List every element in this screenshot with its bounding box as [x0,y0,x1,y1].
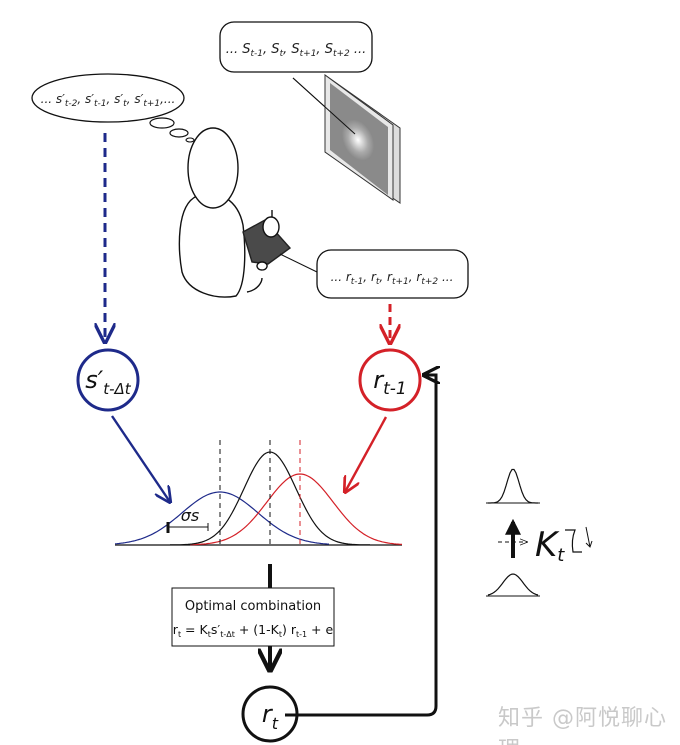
symbol: s′ [56,92,65,106]
ellipsis: ... [438,270,453,284]
gain-panel [486,468,540,597]
symbol: K [271,622,280,637]
percept-sequence: ... s′t-2​, s′t-1​, s′t​, s′t+1​,... [41,92,176,109]
symbol: s′ [85,366,104,394]
subscript: t+2 [421,277,438,287]
symbol: s′ [85,92,94,106]
response-pointer [279,253,318,273]
subscript: t-2 [65,99,78,109]
subscript: t-1 [383,379,407,399]
ellipsis: ,... [160,92,175,106]
gain-decrease-icon [565,529,582,553]
operator: + (1- [235,622,271,637]
separator: , [77,92,85,106]
subscript: t-Δt [103,380,132,398]
subscript: t-1 [251,49,264,59]
operator: = [181,622,199,637]
prior-to-distribution-arrow [345,416,388,492]
symbol: e [326,622,334,637]
prior-curve [190,473,403,546]
thought-dot [149,117,175,129]
symbol: r [373,366,385,394]
subscript: t [280,49,284,59]
subscript: t-1 [351,277,364,287]
symbol: r [416,270,422,284]
observer-figure-icon [178,127,292,298]
combination-formula: rt​ = Kt​s′t-Δt​ + (1-Kt​) rt-1​ + e [173,622,334,639]
ellipsis: ... [350,42,367,57]
subscript: t [123,99,127,109]
stimulus-bubble [219,21,373,73]
current-response-label: rt​ [262,700,279,733]
percept-node-label: s′t-Δt​ [85,366,132,398]
combination-title: Optimal combination [185,599,321,614]
subscript: t+1 [300,49,317,59]
operator: ) [282,622,291,637]
separator: , [316,42,324,57]
subscript: t [557,545,565,566]
symbol: r [173,622,179,637]
symbol: S [325,42,333,57]
subscript: t-1 [94,99,107,109]
symbol: s′ [114,92,123,106]
percept-node [76,348,140,412]
watermark: 知乎 @阿悦聊心理 [498,706,667,745]
feedback-loop-arrow [285,375,436,717]
thought-dot [169,128,189,138]
wide-distribution-curve [487,573,539,596]
combination-box [171,587,335,647]
symbol: S [271,42,279,57]
subscript: t [178,630,181,639]
symbol: r [346,270,352,284]
subscript: t-Δt [220,630,235,639]
separator: , [127,92,135,106]
previous-response-node [358,348,422,412]
thought-dot [185,137,195,143]
down-arrow-icon [585,526,593,548]
ellipsis: ... [331,270,346,284]
ellipsis: ... [226,42,243,57]
symbol: K [200,622,209,637]
stimulus-sequence: ... St-1​, St​, St+1​, St+2​ ... [226,42,367,59]
symbol: S [242,42,250,57]
separator: , [107,92,115,106]
subscript: t+2 [333,49,350,59]
separator: , [363,270,371,284]
monitor-icon [324,74,401,204]
subscript: t [279,630,282,639]
subscript: t [208,630,211,639]
symbol: S [291,42,299,57]
ellipsis: ... [41,92,56,106]
separator: , [379,270,387,284]
previous-response-label: rt-1​ [373,366,407,399]
likelihood-curve [114,491,330,545]
symbol: K [535,525,560,565]
subscript: t [272,714,279,733]
symbol: r [291,622,297,637]
subscript: t+1 [143,99,160,109]
subscript: t-1 [296,630,307,639]
subscript: t+1 [392,277,409,287]
response-bubble [316,249,469,299]
separator: , [263,42,271,57]
symbol: r [262,700,274,728]
distribution-plot [114,440,403,546]
symbol: s′ [211,622,221,637]
symbol: s′ [134,92,143,106]
narrow-distribution-curve [488,468,538,504]
separator: , [283,42,291,57]
percept-to-likelihood-arrow [111,415,170,502]
gain-label: Kt​ [535,525,565,566]
symbol: r [387,270,393,284]
thought-bubble [31,73,185,123]
sigma-label: σs [181,506,199,525]
separator: , [409,270,417,284]
symbol: r [371,270,377,284]
subscript: t [376,277,380,287]
response-sequence: ... rt-1​, rt​, rt+1​, rt+2​ ... [331,270,454,287]
operator: + [307,622,325,637]
